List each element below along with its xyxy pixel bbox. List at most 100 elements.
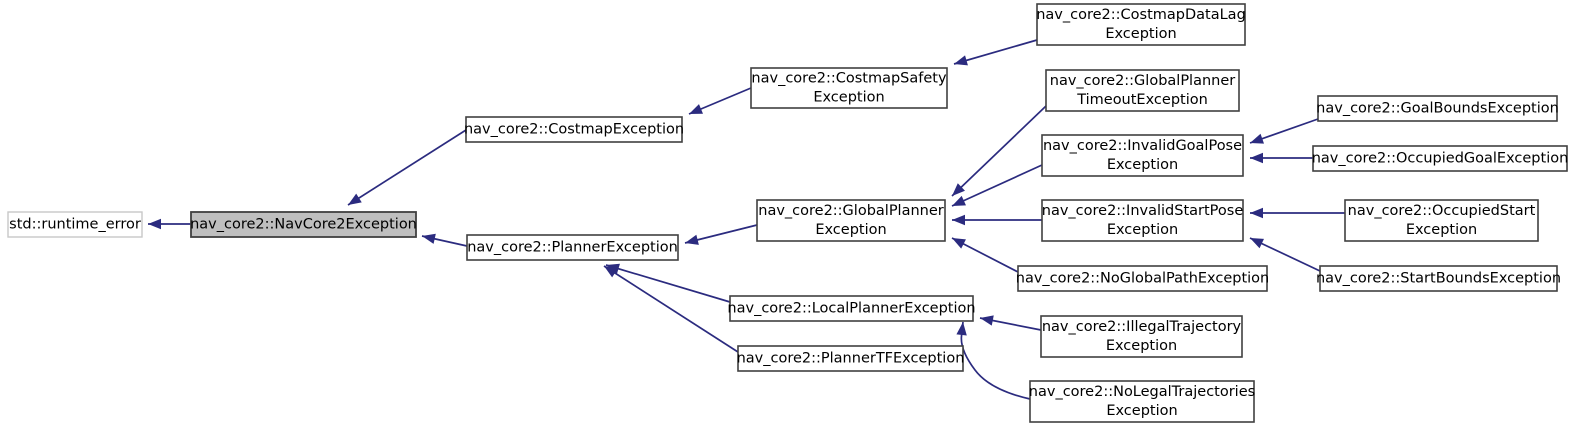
class-node-no_global_path[interactable]: nav_core2::NoGlobalPathException [1016,265,1270,292]
edge-arrowhead [604,266,618,278]
edge-line [605,264,731,303]
inheritance-edge [347,129,467,206]
edge-line [347,129,467,206]
edge-line [951,105,1047,197]
node-label: nav_core2::IllegalTrajectory [1042,319,1242,335]
edge-arrowhead [952,238,966,249]
node-box[interactable] [1017,265,1268,292]
node-label: nav_core2::NoLegalTrajectories [1029,384,1255,400]
inheritance-edge [603,265,739,353]
inheritance-edge [952,214,1042,226]
node-label: Exception [1107,222,1178,238]
edge-arrowhead [348,193,362,205]
node-box[interactable] [729,295,974,322]
node-box[interactable] [756,199,946,242]
node-label: nav_core2::StartBoundsException [1316,271,1561,287]
node-label: nav_core2::CostmapSafety [751,71,947,87]
inheritance-edge [979,315,1042,331]
node-label: Exception [815,222,886,238]
node-label: nav_core2::LocalPlannerException [727,301,975,317]
edge-line [951,164,1043,207]
edge-arrowhead [1250,133,1264,144]
node-box[interactable] [1041,199,1244,242]
inheritance-edge [1250,207,1345,219]
node-box[interactable] [1312,145,1568,172]
node-label: nav_core2::NavCore2Exception [190,217,417,233]
node-box[interactable] [1041,134,1244,177]
node-label: Exception [1105,26,1176,42]
node-box[interactable] [1319,265,1558,292]
class-node-runtime_error[interactable]: std::runtime_error [7,211,143,238]
edge-line [960,321,1031,400]
class-node-occupied_goal[interactable]: nav_core2::OccupiedGoalException [1312,145,1569,172]
inheritance-edge [956,321,1031,400]
class-node-navcore2[interactable]: nav_core2::NavCore2Exception [190,211,417,238]
node-label: nav_core2::GlobalPlanner [758,203,944,219]
inheritance-edge [421,233,468,247]
edge-line [603,265,739,353]
inheritance-edge [1249,118,1319,144]
node-box[interactable] [1040,315,1243,358]
node-label: Exception [1406,222,1477,238]
node-label: nav_core2::NoGlobalPathException [1016,271,1270,287]
node-box[interactable] [466,234,679,261]
edge-arrowhead [954,55,968,66]
inheritance-edge [1250,152,1313,164]
edge-arrowhead [148,218,161,230]
inheritance-edge [951,105,1047,197]
inheritance-edge [951,237,1019,273]
node-label: nav_core2::OccupiedStart [1348,203,1536,219]
class-node-planner[interactable]: nav_core2::PlannerException [466,234,679,261]
node-label: Exception [1106,403,1177,419]
node-box[interactable] [737,345,964,372]
edge-arrowhead [1250,238,1264,249]
edge-arrowhead [952,214,965,226]
nodes-layer: std::runtime_error nav_core2::NavCore2Exc… [7,3,1569,423]
class-node-planner_tf[interactable]: nav_core2::PlannerTFException [737,345,965,372]
inheritance-edge [688,87,752,115]
class-node-local_planner[interactable]: nav_core2::LocalPlannerException [727,295,976,322]
node-label: nav_core2::CostmapException [464,122,684,138]
class-node-goal_bounds[interactable]: nav_core2::GoalBoundsException [1316,95,1559,122]
node-label: TimeoutException [1076,92,1208,108]
class-node-costmap[interactable]: nav_core2::CostmapException [464,116,684,143]
edge-arrowhead [685,234,699,245]
node-label: nav_core2::GlobalPlanner [1050,73,1236,89]
node-label: nav_core2::GoalBoundsException [1316,101,1559,117]
edge-arrowhead [980,315,994,326]
node-box[interactable] [750,67,948,109]
edge-arrowhead [689,104,703,114]
node-label: nav_core2::PlannerTFException [737,351,965,367]
node-label: Exception [1107,157,1178,173]
node-label: nav_core2::OccupiedGoalException [1312,151,1569,167]
node-box[interactable] [190,211,417,238]
node-label: Exception [813,90,884,106]
edge-line [953,39,1038,65]
inheritance-edge [953,39,1038,66]
node-box[interactable] [1036,3,1246,46]
node-label: nav_core2::InvalidStartPose [1042,203,1244,219]
node-box[interactable] [1029,380,1255,423]
edge-arrowhead [1250,207,1263,219]
class-node-start_bounds[interactable]: nav_core2::StartBoundsException [1316,265,1561,292]
node-box[interactable] [1317,95,1558,122]
node-label: nav_core2::InvalidGoalPose [1043,138,1242,154]
inheritance-edge [148,218,191,230]
node-box[interactable] [1344,199,1539,242]
node-box[interactable] [465,116,683,143]
node-box[interactable] [1045,69,1240,112]
node-label: Exception [1106,338,1177,354]
node-box[interactable] [7,211,143,238]
edge-arrowhead [952,195,966,206]
